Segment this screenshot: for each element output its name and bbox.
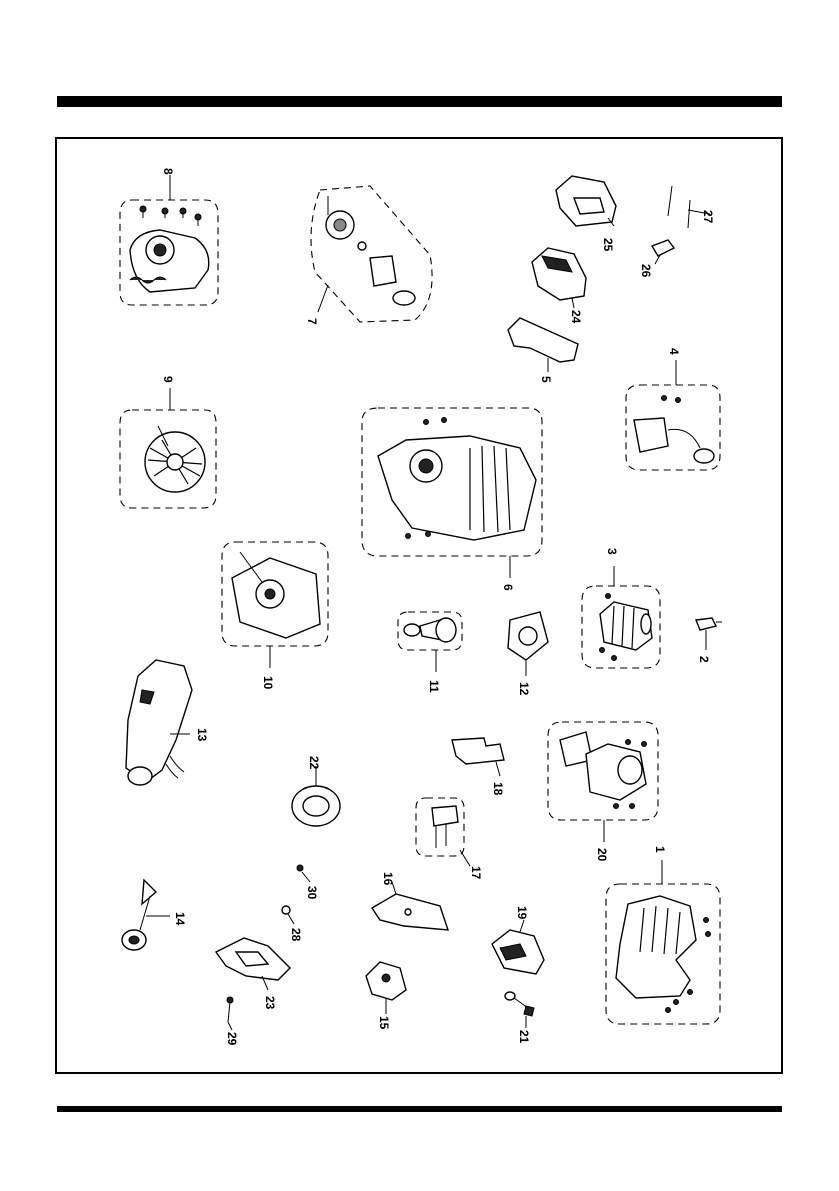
part-4-ignition-coil	[626, 360, 720, 470]
part-number-9: 9	[161, 376, 175, 383]
part-number-17: 17	[469, 866, 483, 880]
part-number-10: 10	[261, 676, 275, 690]
part-number-27: 27	[701, 210, 715, 224]
part-number-7: 7	[305, 318, 319, 325]
part-number-4: 4	[667, 348, 681, 355]
part-8-recoil-starter	[120, 175, 218, 305]
part-13-fuel-tank	[126, 660, 192, 785]
part-17-spacer	[416, 798, 470, 866]
part-number-28: 28	[289, 928, 303, 942]
part-number-3: 3	[605, 548, 619, 555]
part-1-engine-assembly	[606, 860, 720, 1024]
part-number-22: 22	[307, 756, 321, 770]
part-number-6: 6	[501, 584, 515, 591]
part-number-1: 1	[653, 846, 667, 853]
part-23-air-box-base	[216, 938, 290, 990]
part-number-5: 5	[539, 376, 553, 383]
part-number-16: 16	[381, 872, 395, 886]
part-2-spark-plug	[696, 618, 722, 650]
part-11-piston	[398, 612, 462, 672]
part-number-14: 14	[173, 912, 187, 926]
part-6-crankcase-assembly	[362, 408, 542, 578]
part-26-gasket-small	[652, 240, 674, 264]
part-number-8: 8	[161, 168, 175, 175]
part-number-15: 15	[377, 1016, 391, 1030]
part-19-carburetor	[492, 920, 544, 974]
part-number-21: 21	[517, 1030, 531, 1044]
part-29-bolt	[227, 997, 233, 1030]
part-number-11: 11	[427, 680, 441, 693]
part-24-air-filter	[532, 248, 586, 308]
part-25-air-filter-cover	[556, 176, 616, 226]
part-number-29: 29	[225, 1032, 239, 1046]
part-number-26: 26	[639, 264, 653, 278]
part-number-30: 30	[305, 886, 319, 900]
part-number-13: 13	[195, 728, 209, 742]
part-number-23: 23	[263, 996, 277, 1010]
part-16-insulator	[372, 882, 448, 930]
part-number-19: 19	[515, 906, 529, 920]
part-9-flywheel	[120, 388, 216, 508]
part-number-20: 20	[595, 848, 609, 862]
part-number-24: 24	[569, 310, 583, 324]
part-10-crankcase-half	[222, 542, 328, 668]
part-22-ring	[292, 766, 340, 826]
part-20-intake-group	[548, 722, 658, 842]
part-28-washer	[282, 906, 294, 924]
part-number-18: 18	[491, 782, 505, 796]
part-number-12: 12	[517, 682, 531, 696]
part-number-25: 25	[601, 238, 615, 252]
part-30-screw	[297, 865, 310, 882]
part-3-cylinder	[582, 566, 660, 668]
part-18-gasket-plate	[452, 738, 504, 776]
part-21-lever	[505, 992, 534, 1028]
part-5-bracket	[508, 318, 578, 372]
part-7-crankshaft	[311, 186, 432, 322]
part-15-module	[366, 962, 406, 1014]
part-12-gasket	[508, 612, 548, 676]
part-number-2: 2	[697, 656, 711, 663]
part-14-fuel-cap	[122, 880, 170, 950]
